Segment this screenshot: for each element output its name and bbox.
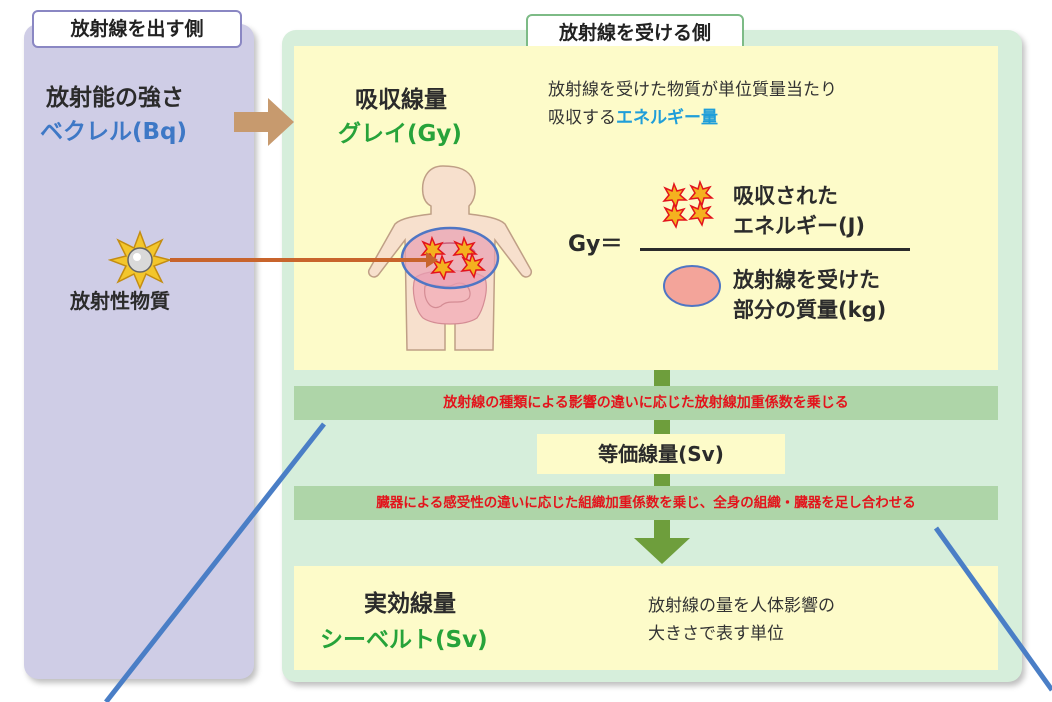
becquerel-unit: ベクレル(Bq) xyxy=(40,119,188,145)
spark-icons-body xyxy=(420,236,487,280)
absorbed-dose-title: 吸収線量 xyxy=(355,87,447,113)
effective-dose-area xyxy=(294,566,998,670)
effective-desc-line2: 大きさで表す単位 xyxy=(648,624,784,644)
energy-highlight: エネルギー量 xyxy=(616,108,718,128)
effective-desc-line1: 放射線の量を人体影響の xyxy=(648,596,835,616)
formula-lhs: Gy＝ xyxy=(568,232,623,257)
receiver-tab: 放射線を受ける側 xyxy=(526,14,744,52)
fraction-bar xyxy=(640,248,910,251)
absorbed-desc-line2: 吸収するエネルギー量 xyxy=(548,104,718,132)
energy-spark-icon xyxy=(662,180,715,229)
equivalent-dose-box: 等価線量(Sv) xyxy=(537,434,785,474)
numerator-line1: 吸収された xyxy=(733,184,838,208)
gray-unit: グレイ(Gy) xyxy=(338,121,462,147)
absorbed-desc-line1: 放射線を受けた物質が単位質量当たり xyxy=(548,80,837,100)
radiation-arrow xyxy=(170,252,438,268)
down-arrow-icon xyxy=(634,520,690,564)
intensity-label: 放射能の強さ xyxy=(46,85,184,111)
mass-blob-icon xyxy=(663,265,721,307)
effective-dose-title: 実効線量 xyxy=(364,591,456,617)
source-label: 放射性物質 xyxy=(70,289,170,313)
denominator-line1: 放射線を受けた xyxy=(733,268,880,292)
radiation-weighting-band: 放射線の種類による影響の違いに応じた放射線加重係数を乗じる xyxy=(294,386,998,420)
brown-arrow-icon xyxy=(234,98,294,146)
absorbed-desc-prefix: 吸収する xyxy=(548,108,616,128)
numerator-line2: エネルギー(J) xyxy=(733,214,866,238)
sievert-unit: シーベルト(Sv) xyxy=(320,627,488,653)
radioactive-source-icon xyxy=(108,230,172,290)
emitter-tab: 放射線を出す側 xyxy=(32,10,242,48)
denominator-line2: 部分の質量(kg) xyxy=(733,298,887,322)
tissue-weighting-band: 臓器による感受性の違いに応じた組織加重係数を乗じ、全身の組織・臓器を足し合わせる xyxy=(294,486,998,520)
